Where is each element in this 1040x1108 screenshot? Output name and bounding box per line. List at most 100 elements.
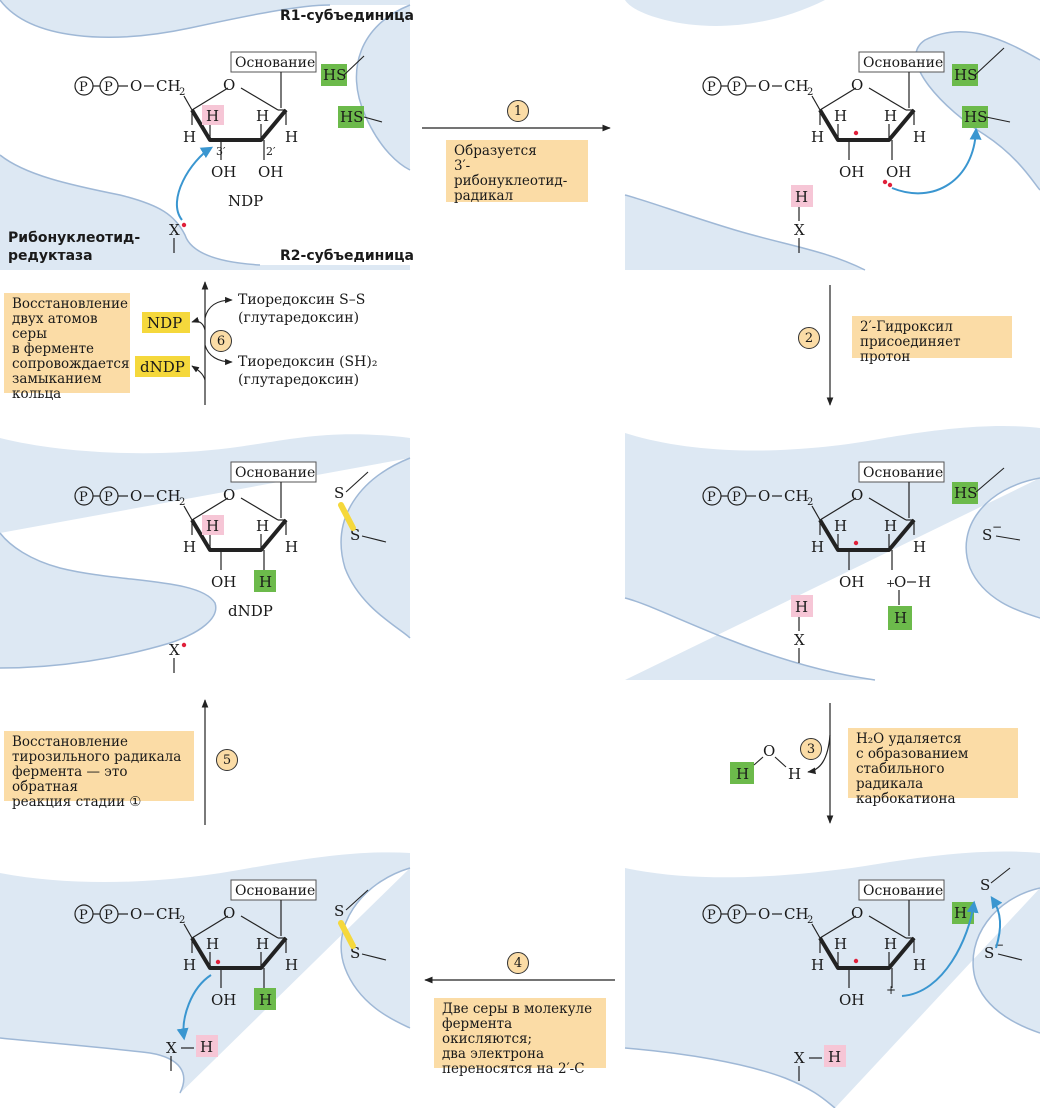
sulfur-highlight [338,106,364,128]
r2-subunit-label: R2-субъединица [280,248,414,264]
x-residue: X [794,221,805,239]
radical-dot-c3 [853,958,859,964]
radical-dot-x [181,222,187,228]
h-c4: H [183,538,196,556]
phosphate-label: P [79,908,88,923]
dndp-side-label: dNDP [140,358,185,376]
h-c2: H [884,517,897,535]
h-c3: H [206,107,219,125]
svg-text:O: O [763,742,775,760]
base-box [230,879,317,901]
ch2-subscript: 2 [179,497,185,508]
phosphate-label: P [707,80,716,95]
disulfide-bond [338,920,356,949]
ch2-label: CH [784,77,809,95]
panel-bg-bottom-left [0,838,411,1108]
ndp-side-box [142,312,190,333]
panel-bg-middle-right [624,418,1040,681]
h-c4: H [811,128,824,146]
h-c3: H [834,935,847,953]
arrow-step6-ndp-curve [191,316,206,331]
carbocation-plus: + [886,983,896,997]
x-residue: X [169,221,180,239]
oxygen-label: O [130,487,142,505]
h-c3-highlight [202,515,224,535]
h-c1: H [913,538,926,556]
h-c3: H [206,517,219,535]
base-box [858,879,945,901]
base-box [230,51,317,73]
oh-c2: OH [886,163,911,181]
electron-arrow [901,900,979,997]
x-h: H [200,1038,213,1056]
dndp-side-box [135,356,190,377]
ndp-side-label: NDP [147,314,182,332]
sulfur-highlight [321,64,347,86]
ring-oxygen: O [223,486,235,504]
ch2-subscript: 2 [807,915,813,926]
base-label: Основание [863,465,943,481]
hs-2: HS [964,108,987,126]
radical-dot [882,179,888,185]
h-on-s: H [954,904,967,922]
sulfur-minus: − [994,938,1004,952]
molecule-name-label: NDP [228,192,263,210]
step6-number: 6 [210,330,232,352]
base-box [858,461,945,483]
phosphate-label: P [707,490,716,505]
electron-arrow [990,896,1003,949]
ribose-ring-bottom [818,936,916,970]
ring-oxygen: O [851,904,863,922]
glutaredoxin-ss-label: (глутаредоксин) [238,310,359,326]
x-h-highlight [824,1045,846,1067]
enzyme-label-line1: Рибонуклеотид- [8,230,140,246]
ch2-subscript: 2 [179,915,185,926]
oh-c3: OH [211,163,236,181]
phosphate-label: P [79,490,88,505]
ch2-subscript: 2 [807,497,813,508]
oh-c3: OH [839,573,864,591]
ring-oxygen: O [851,486,863,504]
base-label: Основание [235,883,315,899]
h-c4: H [811,538,824,556]
hs-2: HS [340,108,363,126]
h-oh2: H [918,573,931,591]
x-h: H [828,1048,841,1066]
oxygen-label: O [758,905,770,923]
panel-bg-bottom-right [624,838,1040,1108]
ribose-ring-bottom [190,936,288,970]
radical-dot-c3 [853,130,859,136]
h-c2-green [254,988,276,1010]
panel-bg-middle-left [0,418,411,680]
sulfur-highlight [952,64,978,86]
h-c3-highlight [202,105,224,125]
h-proton-green [888,606,912,630]
s-1: S [334,484,344,502]
sulfur-minus: − [992,520,1002,534]
svg-text:H: H [736,765,749,783]
h-c1: H [285,956,298,974]
ribose-ring-bottom [190,108,288,142]
base-label: Основание [863,883,943,899]
h-c2-down: H [259,573,272,591]
s-2: S [350,526,360,544]
ch2-label: CH [784,905,809,923]
oh-c3: OH [211,573,236,591]
base-label: Основание [863,55,943,71]
phosphate-label: P [104,490,113,505]
step5-number: 5 [216,749,238,771]
step1-number: 1 [507,100,529,122]
hs-1: HS [954,66,977,84]
oxygen-label: O [130,77,142,95]
step3-number: 3 [800,738,822,760]
ch2-label: CH [156,905,181,923]
oh-c3: OH [839,163,864,181]
x-residue: X [166,1039,177,1057]
phosphate-label: P [104,80,113,95]
h-c3: H [834,107,847,125]
ch2-label: CH [156,77,181,95]
